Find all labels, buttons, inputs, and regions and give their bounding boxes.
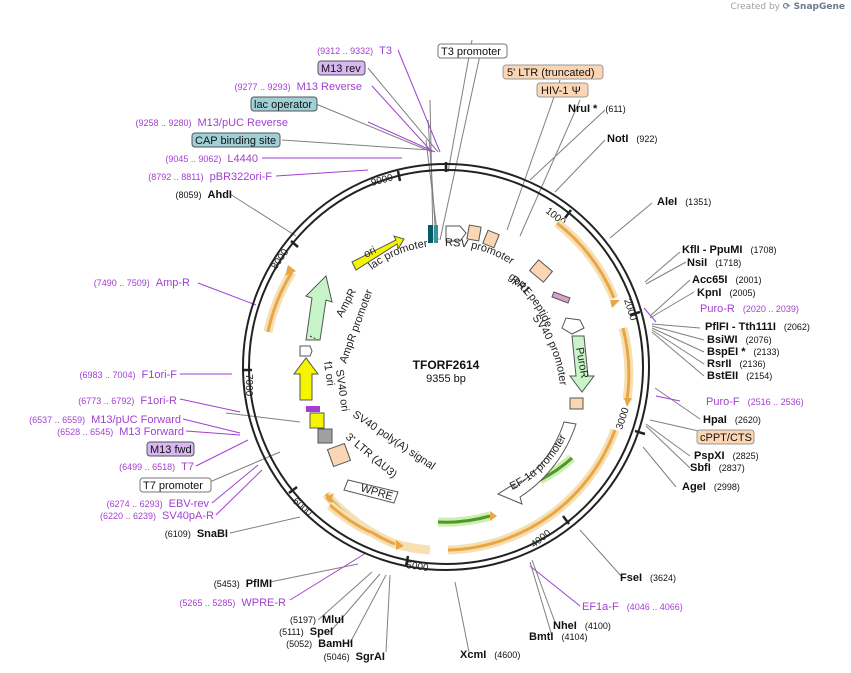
position-ticks [242,162,646,567]
f1-ori-arrow [293,357,319,401]
primer-label: (9277 .. 9293)M13 Reverse [235,81,362,93]
primer-label: (6773 .. 6792)F1ori-R [78,395,177,407]
primer-label: EF1a-F(4046 .. 4066) [582,601,683,613]
enzyme-label: Acc65I(2001) [692,274,762,286]
enzyme-label: HpaI(2620) [703,414,761,426]
primer-labels: (9312 .. 9332)T3 (9277 .. 9293)M13 Rever… [29,45,804,613]
ltr5-box-label: 5' LTR (truncated) [507,67,594,79]
enzyme-label: (5197)MluI [290,614,344,626]
tick-label: 3000 [614,406,631,431]
snapgene-logo: ⟳ SnapGene [782,2,845,12]
enzyme-label: AleI(1351) [657,196,711,208]
enzyme-label: SbfI(2837) [690,462,745,474]
plasmid-size: 9355 bp [426,373,466,385]
rre-box [528,259,554,283]
enzyme-label: (8059)AhdI [176,189,232,201]
enzyme-label: (5111)SpeI [279,626,333,638]
hiv-psi-box-label: HIV-1 Ψ [541,85,581,97]
ltr3-box [326,442,352,468]
enzyme-label: NotI(922) [607,133,657,145]
enzyme-label: BsiWI(2076) [707,334,772,346]
tick-label: 9000 [370,172,395,188]
wpre-label: WPRE [359,482,394,503]
t3-promoter-box: T3 promoter [441,46,501,58]
enzyme-label: RsrII(2136) [707,358,765,370]
ef1a-arrow [496,421,577,505]
primer-label: Puro-F(2516 .. 2536) [706,396,804,408]
enzyme-label: NsiI(1718) [687,257,741,269]
hiv-psi-box [482,229,500,249]
inner-features [293,224,595,505]
leader-lines [179,39,726,653]
enzyme-label: FseI(3624) [620,572,676,584]
cap-site-box: CAP binding site [195,135,276,147]
primer-label: (6537 .. 6559)M13/pUC Forward [29,414,181,426]
lac-operator-mark [428,225,433,243]
enzyme-label: (6109)SnaBI [165,528,228,540]
enzyme-label: BspEI *(2133) [707,346,780,358]
enzyme-label: BmtI(4104) [529,631,587,643]
primer-label: (9045 .. 9062)L4440 [165,153,258,165]
primer-label: (6499 .. 6518)T7 [119,461,194,473]
primer-label: (6220 .. 6239)SV40pA-R [100,510,214,522]
cppt-box [569,397,584,410]
m13-fwd-box: M13 fwd [150,444,192,456]
m13-rev-box: M13 rev [321,63,361,75]
enzyme-label: AgeI(2998) [682,481,740,493]
box-labels: T3 promoter 5' LTR (truncated) HIV-1 Ψ M… [139,43,755,493]
enzyme-label: (5453)PflMI [214,578,272,590]
t7-promoter-box: T7 promoter [143,480,203,492]
primer-label: (5265 .. 5285)WPRE-R [179,597,286,609]
ltr5-box [466,224,482,242]
tick-label: 6000 [290,496,314,519]
wpre-arrow [343,479,399,504]
sv40-ori-label: SV40 ori [333,369,351,412]
gp41-arrow [551,291,571,304]
enzyme-label: (5046)SgrAI [324,651,385,663]
orf-arrowheads [285,265,632,550]
primer-label: (6528 .. 6545)M13 Forward [57,426,184,438]
lac-operator-box: lac operator [254,99,312,111]
enzyme-label: PspXI(2825) [694,450,759,462]
enzyme-label: XcmI(4600) [460,649,520,661]
enzyme-label: PflFI - Tth111I(2062) [705,321,810,333]
primer-marks [306,406,320,412]
cppt-box-label: cPPT/CTS [700,432,752,444]
ori-label: ori [362,244,378,260]
sv40-promoter-arrow [561,317,585,335]
rsv-promoter-arrow [445,225,467,242]
enzyme-label: BstEII(2154) [707,370,772,382]
sv40-polya-box [317,428,333,444]
primer-label: (6983 .. 7004)F1ori-F [80,369,178,381]
enzyme-label: NheI(4100) [553,620,611,632]
ampr-arrow [305,275,333,341]
plasmid-name: TFORF2614 [413,358,480,372]
cap-site-mark [434,225,438,243]
tick-label: 5000 [406,560,430,574]
ampr-promoter-arrow [299,345,313,357]
primer-label: (9312 .. 9332)T3 [317,45,392,57]
sv40-ori-box [309,412,325,429]
puror-label: PuroR [573,346,590,379]
tick-label: 2000 [621,298,638,323]
f1-ori-label: f1 ori [321,361,336,387]
enzyme-label: KpnI(2005) [697,287,755,299]
rsv-promoter-label: RSV promoter [445,237,516,267]
snapgene-credit: Created by ⟳ SnapGene [730,2,845,12]
orf-arcs [263,219,634,555]
primer-label: (6274 .. 6293)EBV-rev [107,498,210,510]
center-title: TFORF2614 9355 bp [413,358,480,385]
primer-label: (7490 .. 7509)Amp-R [94,277,190,289]
puror-arrow [569,335,595,393]
primer-label: Puro-R(2020 .. 2039) [700,303,799,315]
enzyme-label: (5052)BamHI [286,638,353,650]
enzyme-labels: NruI *(611) NotI(922) AleI(1351) KflI - … [165,103,810,663]
primer-label: (9258 .. 9280)M13/pUC Reverse [135,117,288,129]
enzyme-label: KflI - PpuMI(1708) [682,244,777,256]
ori-arrow [351,235,405,271]
primer-label: (8792 .. 8811)pBR322ori-F [148,171,272,183]
tick-label: 7000 [243,374,254,397]
enzyme-label: NruI *(611) [568,103,626,115]
